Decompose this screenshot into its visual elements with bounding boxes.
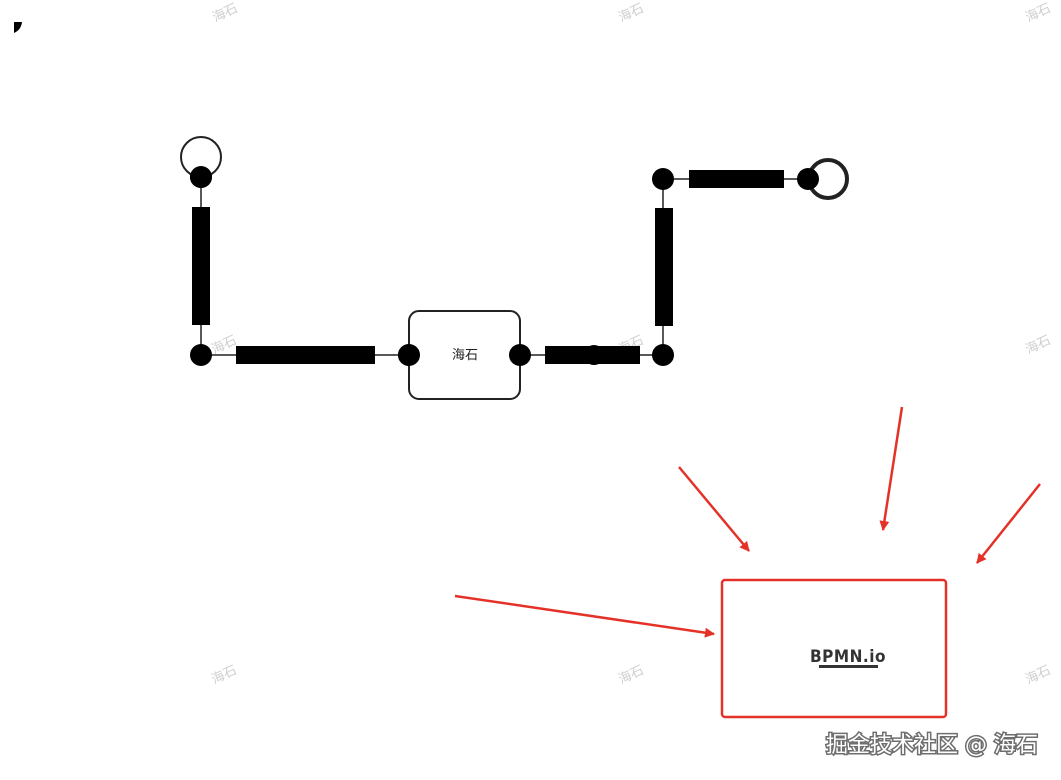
task[interactable]: 海石	[408, 310, 521, 400]
sequence-flow-left[interactable]	[190, 166, 420, 366]
watermark: 海石	[209, 663, 239, 688]
bendpoint-handle[interactable]	[652, 344, 674, 366]
bpmn-io-link[interactable]: BPMN.io	[810, 647, 886, 668]
segment-drag-handle[interactable]	[689, 170, 784, 188]
bpmn-io-link-label[interactable]: BPMN.io	[810, 647, 886, 667]
connection-line	[200, 177, 409, 356]
bendpoint-handle[interactable]	[652, 168, 674, 190]
watermark: 海石	[1023, 1, 1053, 26]
highlight-box	[720, 578, 948, 719]
segment-drag-handle[interactable]	[192, 207, 210, 325]
bendpoint-handle[interactable]	[398, 344, 420, 366]
sequence-flow-right[interactable]	[509, 168, 808, 366]
bendpoint-handle[interactable]	[509, 344, 531, 366]
credit-text: 掘金技术社区 @ 海石	[826, 733, 1038, 758]
bendpoint-handle[interactable]	[584, 345, 604, 365]
watermark: 海石	[1023, 663, 1053, 688]
arrow	[976, 483, 1041, 564]
bendpoint-handle[interactable]	[190, 344, 212, 366]
segment-drag-handle[interactable]	[236, 346, 375, 364]
bendpoint-handle[interactable]	[190, 166, 212, 188]
task-label: 海石	[452, 348, 478, 363]
watermark: 海石	[210, 1, 240, 26]
arrow	[454, 594, 715, 638]
arrow	[879, 406, 904, 531]
watermark: 海石	[209, 333, 239, 358]
annotation-arrows	[454, 406, 1041, 638]
bendpoint-handle[interactable]	[797, 168, 819, 190]
arrow	[678, 466, 750, 552]
link-underline	[819, 665, 878, 668]
watermark: 海石	[616, 663, 646, 688]
watermark: 海石	[1023, 333, 1053, 358]
watermark: 海石	[616, 1, 646, 26]
corner-fragment	[14, 22, 22, 33]
segment-drag-handle[interactable]	[655, 208, 673, 326]
